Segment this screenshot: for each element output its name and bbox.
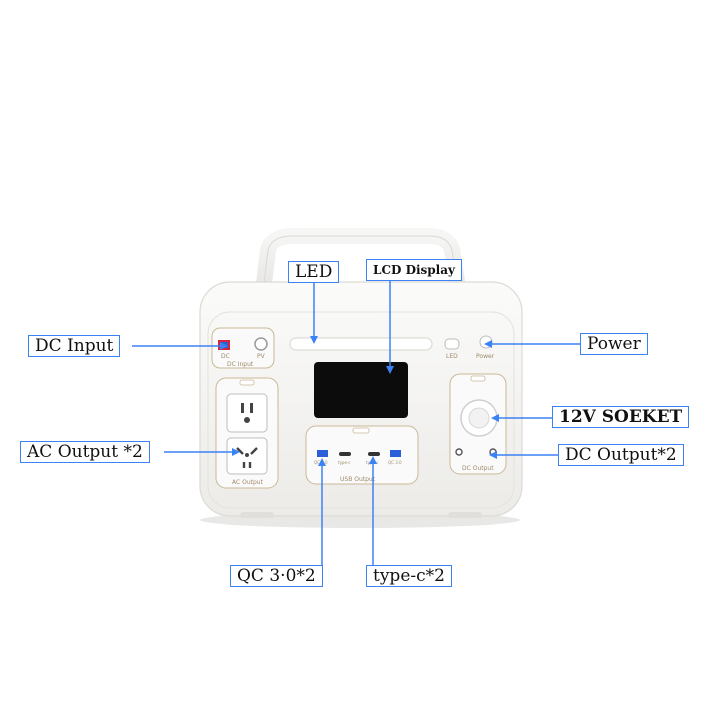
led-strip xyxy=(289,337,433,351)
callout-leader-lines xyxy=(132,280,580,566)
device-label-qc-right: QC 3.0 xyxy=(388,460,402,465)
device-label-pv: PV xyxy=(257,353,266,360)
ac-outlet-top xyxy=(226,393,268,433)
callout-qc: QC 3·0*2 xyxy=(230,565,323,587)
pv-port xyxy=(254,337,268,351)
led-button xyxy=(444,338,460,350)
type-c-port-left xyxy=(339,452,351,456)
callout-dc-input: DC Input xyxy=(28,335,121,357)
dc-port-a xyxy=(455,448,463,456)
callout-lcd-display: LCD Display xyxy=(366,259,462,281)
callout-type-c: type-c*2 xyxy=(366,565,452,587)
lcd-screen xyxy=(314,362,408,418)
device-label-led: LED xyxy=(446,353,458,360)
callout-dc-output: DC Output*2 xyxy=(558,444,684,466)
callout-ac-output: AC Output *2 xyxy=(20,441,150,463)
device-label-power: Power xyxy=(476,353,495,360)
device-label-type-c-left: type-c xyxy=(338,460,351,465)
callout-led: LED xyxy=(288,261,340,283)
type-c-port-right xyxy=(368,452,380,456)
device-label-usb-output: USB Output xyxy=(340,476,376,483)
device-label-dc: DC xyxy=(221,353,230,360)
device-label-ac-output: AC Output xyxy=(232,479,264,486)
callout-power: Power xyxy=(580,333,648,355)
qc-port-left xyxy=(317,450,328,457)
callout-arrowheads xyxy=(220,336,499,466)
device-label-dc-input: DC Input xyxy=(227,361,254,368)
callout-12v-socket: 12V SOEKET xyxy=(552,406,690,428)
usb-output-panel xyxy=(305,425,419,485)
device-label-dc-output: DC Output xyxy=(462,465,494,472)
qc-port-right xyxy=(390,450,401,457)
carry-handle xyxy=(254,228,468,308)
